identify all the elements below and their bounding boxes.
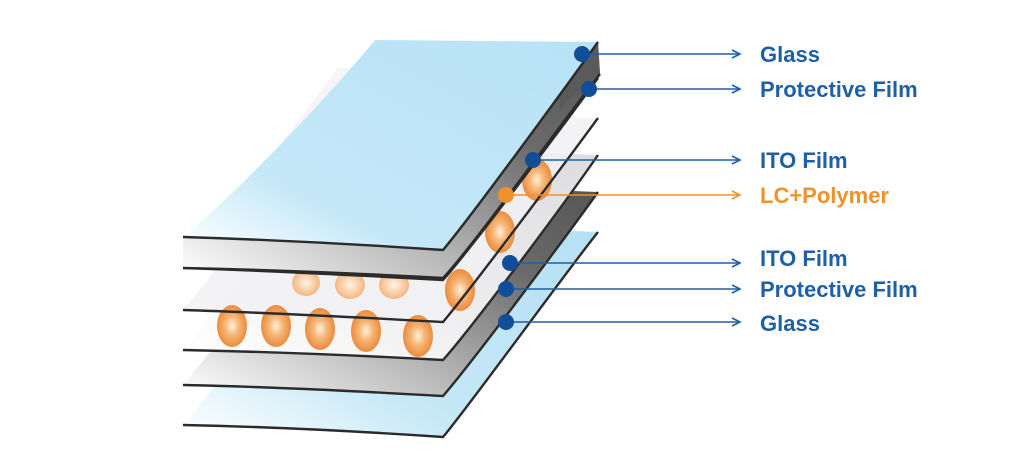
glass-top-edge bbox=[182, 41, 599, 252]
label-ito-film-top: ITO Film bbox=[760, 148, 848, 173]
label-protective-film-bottom: Protective Film bbox=[760, 277, 918, 302]
arrow-right-icon bbox=[731, 155, 742, 165]
label-protective-film-top: Protective Film bbox=[760, 77, 918, 102]
lc-droplet-icon bbox=[485, 211, 515, 253]
lc-droplet-icon bbox=[261, 305, 291, 347]
layer-labels: Glass Protective Film ITO Film LC+Polyme… bbox=[760, 42, 918, 336]
protective-film-top-edge bbox=[182, 73, 601, 280]
lc-droplet-icon bbox=[335, 271, 365, 299]
lc-droplet-icon bbox=[403, 315, 433, 357]
arrow-right-icon bbox=[731, 49, 742, 59]
dot-marker-icon bbox=[498, 314, 514, 330]
leader-lc-polymer bbox=[498, 187, 742, 203]
protective-film-top-dark-edge bbox=[560, 42, 600, 110]
leader-protective-top bbox=[581, 81, 742, 97]
leader-ito-top bbox=[525, 152, 742, 168]
leader-glass-bottom bbox=[498, 314, 742, 330]
glass-bottom-edge bbox=[182, 231, 599, 439]
protective-film-top-layer bbox=[182, 42, 601, 280]
leader-ito-bottom bbox=[502, 255, 742, 271]
arrow-right-icon bbox=[731, 284, 742, 294]
label-glass-bottom: Glass bbox=[760, 311, 820, 336]
protective-film-top-surface bbox=[183, 42, 600, 278]
dot-marker-icon bbox=[502, 255, 518, 271]
protective-film-bottom-edge bbox=[182, 191, 599, 398]
lc-droplet-icon bbox=[445, 269, 475, 311]
leader-lines bbox=[498, 46, 742, 330]
arrow-right-icon bbox=[731, 258, 742, 268]
lc-polymer-edge bbox=[182, 117, 599, 324]
leader-protective-bottom bbox=[498, 281, 742, 297]
layer-stack bbox=[182, 40, 601, 439]
dot-marker-icon bbox=[498, 187, 514, 203]
dot-marker-icon bbox=[581, 81, 597, 97]
lc-droplet-icon bbox=[305, 308, 335, 350]
dot-marker-icon bbox=[498, 281, 514, 297]
lc-droplet-icon bbox=[351, 310, 381, 352]
ito-film-bottom-edge bbox=[182, 154, 599, 362]
leader-glass-top bbox=[574, 46, 742, 62]
lc-droplet-icon bbox=[292, 270, 320, 296]
label-lc-polymer: LC+Polymer bbox=[760, 183, 889, 208]
arrow-right-icon bbox=[731, 84, 742, 94]
label-glass-top: Glass bbox=[760, 42, 820, 67]
lc-droplet-icon bbox=[217, 305, 247, 347]
glass-top-surface bbox=[183, 40, 598, 250]
label-ito-film-bottom: ITO Film bbox=[760, 246, 848, 271]
arrow-right-icon bbox=[731, 190, 742, 200]
dot-marker-icon bbox=[574, 46, 590, 62]
arrow-right-icon bbox=[731, 317, 742, 327]
glass-top-layer bbox=[182, 40, 599, 252]
dot-marker-icon bbox=[525, 152, 541, 168]
